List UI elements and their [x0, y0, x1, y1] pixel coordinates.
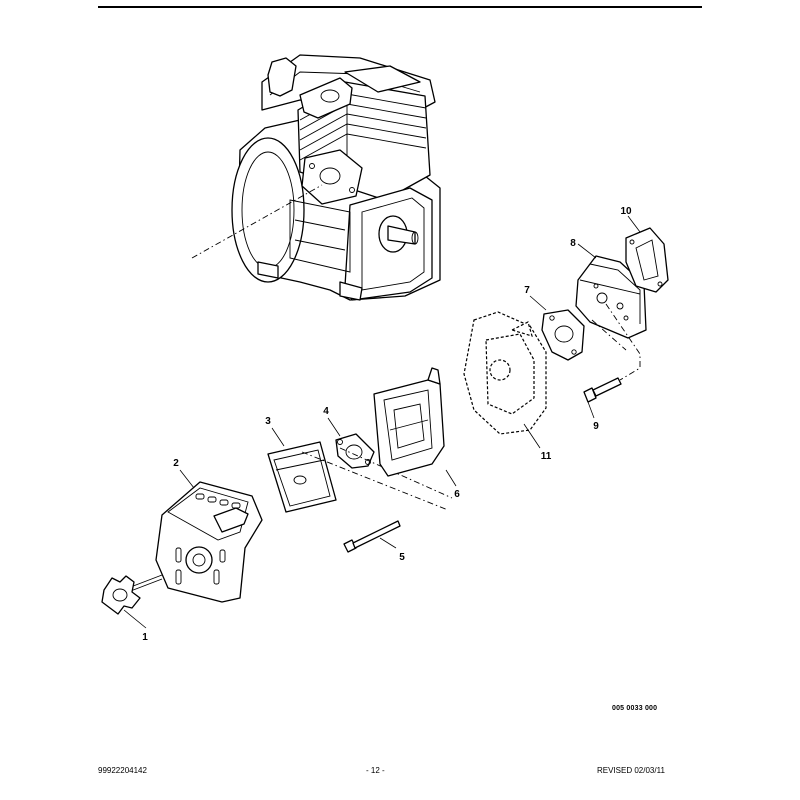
callout-11: 11 [541, 451, 552, 462]
footer-page-number: - 12 - [366, 766, 385, 775]
filter-centerline-upper [301, 451, 449, 511]
callout-5: 5 [399, 552, 405, 563]
knob-part-1 [101, 574, 163, 629]
spacer-block-part-8 [575, 243, 647, 339]
footer-revised: REVISED 02/03/11 [597, 766, 665, 775]
callout-8: 8 [570, 238, 576, 249]
gasket-part-7 [529, 295, 585, 361]
spacer-centerline [591, 319, 627, 351]
callout-6: 6 [454, 489, 460, 500]
carburetor-part-11 [463, 311, 547, 449]
callout-3: 3 [265, 416, 271, 427]
long-bolt-part-5 [343, 520, 401, 553]
footer-part-number: 99922204142 [98, 766, 147, 775]
engine-assembly [231, 54, 441, 301]
gasket-part-10 [625, 215, 669, 293]
callout-1: 1 [142, 632, 148, 643]
callout-4: 4 [323, 406, 329, 417]
callout-9: 9 [593, 421, 599, 432]
engine-centerline [191, 184, 323, 259]
drawing-code: 005 0033 000 [612, 705, 658, 712]
screw-part-9 [583, 377, 622, 419]
air-filter-base-part-6 [373, 367, 457, 487]
air-filter-cover-part-2 [155, 469, 263, 603]
callout-7: 7 [524, 285, 530, 296]
choke-plate-part-4 [327, 417, 375, 469]
air-filter-part-3 [267, 427, 337, 513]
top-rule [98, 6, 702, 8]
screw-centerline [605, 303, 641, 381]
callout-2: 2 [173, 458, 179, 469]
callout-10: 10 [620, 206, 632, 217]
